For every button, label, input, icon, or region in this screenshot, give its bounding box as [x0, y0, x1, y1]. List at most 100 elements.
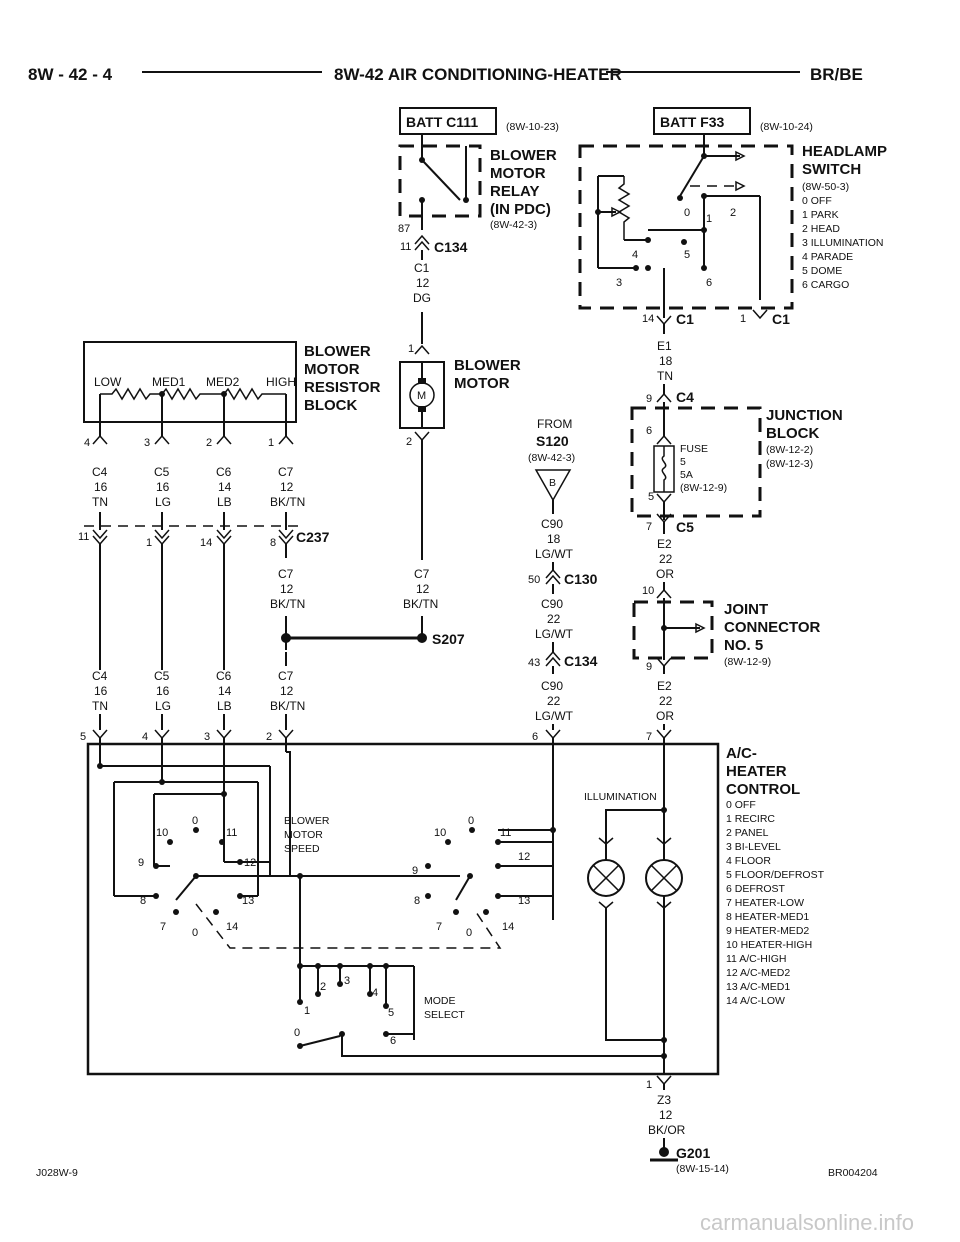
bs-contact-13: 13: [242, 895, 254, 907]
header-model: BR/BE: [810, 65, 863, 84]
mode-contact-4: 4: [372, 987, 378, 999]
jb-pin-9: 9: [646, 393, 652, 405]
bs-contact-10: 10: [156, 827, 168, 839]
bs-label-2: MOTOR: [284, 829, 323, 841]
as-contact-7: 7: [436, 921, 442, 933]
junction-block: 9 C4 6 5 FUSE 5 5A (8W-12-9) 7 C5 JUNCTI…: [630, 389, 843, 590]
acc-pin-2: 2: [266, 731, 272, 743]
jb-fuse-line-2: 5: [680, 456, 686, 468]
rw-c7-gauge: 12: [280, 480, 294, 494]
ground-g201: Z3 12 BK/OR G201 (8W-15-14): [648, 1084, 729, 1175]
bs-contact-11: 11: [226, 827, 237, 839]
acc-title-2: HEATER: [726, 763, 787, 780]
hs-title-1: HEADLAMP: [802, 143, 887, 160]
hs-connector-c1-a: C1: [676, 311, 694, 327]
footer-right: BR004204: [828, 1167, 878, 1179]
rw-c6-color: LB: [217, 495, 232, 509]
hs-contact-1: 1: [706, 213, 712, 225]
acc-pos-3: 3 BI-LEVEL: [726, 841, 781, 853]
connector-c237: 11 1 14 8 C237: [78, 525, 330, 670]
mode-contact-2: 2: [320, 981, 326, 993]
wire-c1-gauge: 12: [416, 276, 430, 290]
jc-pin-9: 9: [646, 661, 652, 673]
hs-pos-6: 6 CARGO: [802, 279, 849, 291]
wire-e2-a-color: OR: [656, 567, 674, 581]
resistor-tap-med1: MED1: [152, 375, 186, 389]
relay-ref: (8W-42-3): [490, 219, 537, 231]
lw-c4-circuit: C4: [92, 669, 108, 683]
lw-c6-gauge: 14: [218, 684, 232, 698]
acc-pos-13: 13 A/C-MED1: [726, 981, 790, 993]
acc-pin-4: 4: [142, 731, 148, 743]
jb-pin-5: 5: [648, 491, 654, 503]
hs-pos-4: 4 PARADE: [802, 251, 853, 263]
rw-c5-gauge: 16: [156, 480, 170, 494]
acc-pin-3: 3: [204, 731, 210, 743]
mode-contact-6: 6: [390, 1035, 396, 1047]
blower-motor-relay: BATT C111 (8W-10-23) BLOWER MOTOR RELAY …: [398, 107, 559, 260]
wire-c90-c-gauge: 22: [547, 694, 561, 708]
acc-pos-10: 10 HEATER-HIGH: [726, 939, 812, 951]
wire-z3-color: BK/OR: [648, 1123, 686, 1137]
relay-pin-87: 87: [398, 223, 410, 235]
jb-connector-c5: C5: [676, 519, 694, 535]
bs-contact-7: 7: [160, 921, 166, 933]
as-contact-12: 12: [518, 851, 530, 863]
acc-pos-0: 0 OFF: [726, 799, 756, 811]
wire-c7-motor-gauge: 12: [416, 582, 430, 596]
blower-motor-pin-2: 2: [406, 436, 412, 448]
lw-c5-circuit: C5: [154, 669, 170, 683]
hs-title-2: SWITCH: [802, 161, 861, 178]
jc-title-3: NO. 5: [724, 637, 763, 654]
wire-z3-circuit: Z3: [657, 1093, 671, 1107]
wire-c7-motor-circuit: C7: [414, 567, 430, 581]
jb-ref-1: (8W-12-2): [766, 444, 813, 456]
relay-title-3: RELAY: [490, 183, 539, 200]
resistor-title-3: RESISTOR: [304, 379, 381, 396]
bs-contact-14: 14: [226, 921, 238, 933]
as-contact-11: 11: [500, 827, 511, 839]
c237-label: C237: [296, 529, 330, 545]
wire-c1: C1 12 DG: [413, 261, 431, 344]
acc-title-1: A/C-: [726, 745, 757, 762]
s120-from: FROM: [537, 417, 572, 431]
hs-contact-0: 0: [684, 207, 690, 219]
hs-pos-0: 0 OFF: [802, 195, 832, 207]
relay-title-4: (IN PDC): [490, 201, 551, 218]
wire-c1-color: DG: [413, 291, 431, 305]
jb-title-2: BLOCK: [766, 425, 819, 442]
connector-c134-a: C134: [434, 239, 468, 255]
acc-pos-6: 6 DEFROST: [726, 883, 786, 895]
acc-ground-pin: 1: [646, 1079, 652, 1091]
c237-pin-11: 11: [78, 531, 89, 543]
wire-c7-mid-gauge: 12: [280, 582, 294, 596]
batt-c111-label: BATT C111: [406, 114, 478, 130]
ground-label: G201: [676, 1145, 710, 1161]
s120-label: S120: [536, 433, 569, 449]
wire-c1-circuit: C1: [414, 261, 430, 275]
illumination-label: ILLUMINATION: [584, 791, 657, 803]
header-page-number: 8W - 42 - 4: [28, 65, 113, 84]
resistor-title-2: MOTOR: [304, 361, 360, 378]
bs-contact-8: 8: [140, 895, 146, 907]
s120-symbol: B: [549, 477, 556, 489]
as-contact-0-bottom: 0: [466, 927, 472, 939]
hs-ref: (8W-50-3): [802, 181, 849, 193]
as-contact-0-top: 0: [468, 815, 474, 827]
bs-label-3: SPEED: [284, 843, 320, 855]
jb-fuse-line-4: (8W-12-9): [680, 482, 727, 494]
as-contact-13: 13: [518, 895, 530, 907]
wire-c90-b-gauge: 22: [547, 612, 561, 626]
mode-contact-5: 5: [388, 1007, 394, 1019]
wire-c7-mid-circuit: C7: [278, 567, 294, 581]
lw-c6-color: LB: [217, 699, 232, 713]
wire-c90-a-color: LG/WT: [535, 547, 574, 561]
rw-c7-circuit: C7: [278, 465, 294, 479]
c130-pin: 50: [528, 574, 540, 586]
wire-e1-circuit: E1: [657, 339, 672, 353]
acc-pos-9: 9 HEATER-MED2: [726, 925, 809, 937]
wire-e2-b-circuit: E2: [657, 679, 672, 693]
rw-c4-color: TN: [92, 495, 108, 509]
rw-c5-color: LG: [155, 495, 171, 509]
resistor-pin-1: 1: [268, 437, 274, 449]
